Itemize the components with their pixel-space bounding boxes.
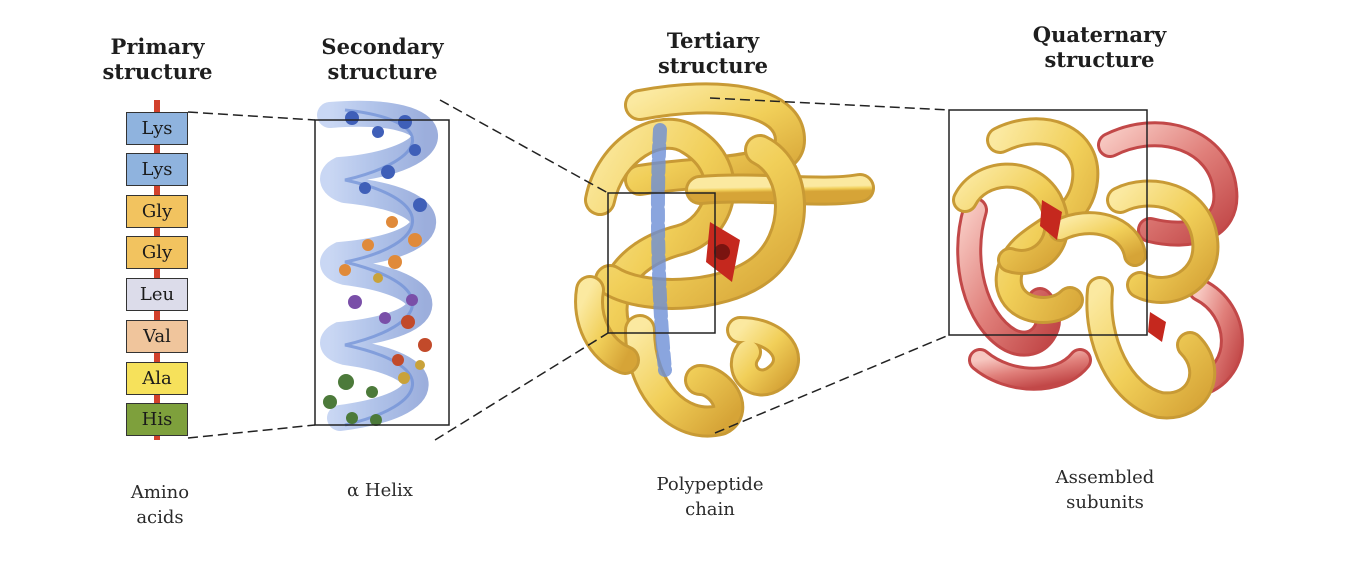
header-secondary-line2: structure: [327, 59, 438, 84]
header-primary-line2: structure: [102, 59, 213, 84]
caption-alpha-helix: α Helix: [320, 478, 440, 503]
amino-acid-box: His: [126, 403, 188, 436]
caption-helix-line1: α Helix: [347, 480, 413, 501]
header-primary-structure: Primary structure: [95, 34, 220, 84]
amino-acid-box: Val: [126, 320, 188, 353]
amino-acid-box: Gly: [126, 195, 188, 228]
caption-assembled-subunits: Assembled subunits: [1035, 465, 1175, 515]
amino-acid-box: Ala: [126, 362, 188, 395]
caption-amino-line2: acids: [136, 507, 184, 528]
amino-acid-box: Leu: [126, 278, 188, 311]
caption-polypeptide-line1: Polypeptide: [656, 474, 764, 495]
amino-acid-box: Gly: [126, 236, 188, 269]
alpha-helix-illustration: [317, 100, 438, 431]
secondary-zoom-box: [314, 119, 450, 426]
caption-assembled-line2: subunits: [1066, 492, 1144, 513]
amino-acid-box: Lys: [126, 112, 188, 145]
header-tertiary-line1: Tertiary: [666, 28, 760, 53]
caption-amino-line1: Amino: [130, 482, 190, 503]
primary-backbone: [154, 100, 160, 440]
quaternary-subunits-illustration: [952, 117, 1244, 420]
caption-polypeptide-chain: Polypeptide chain: [640, 472, 780, 522]
header-quaternary-structure: Quaternary structure: [1022, 22, 1177, 72]
caption-polypeptide-line2: chain: [685, 499, 735, 520]
header-quaternary-line2: structure: [1044, 47, 1155, 72]
tertiary-zoom-box: [607, 192, 716, 334]
header-primary-line1: Primary: [110, 34, 205, 59]
quaternary-zoom-box: [948, 109, 1148, 336]
tertiary-chain-illustration: [574, 82, 875, 438]
caption-assembled-line1: Assembled: [1055, 467, 1155, 488]
header-secondary-line1: Secondary: [321, 34, 444, 59]
caption-amino-acids: Amino acids: [105, 480, 215, 530]
quaternary-heme-icon: [1040, 200, 1166, 342]
amino-acid-box: Lys: [126, 153, 188, 186]
zoom-connector-lines: [187, 97, 950, 441]
header-tertiary-structure: Tertiary structure: [648, 28, 778, 78]
header-quaternary-line1: Quaternary: [1032, 22, 1167, 47]
header-tertiary-line2: structure: [657, 53, 769, 78]
header-secondary-structure: Secondary structure: [310, 34, 455, 84]
